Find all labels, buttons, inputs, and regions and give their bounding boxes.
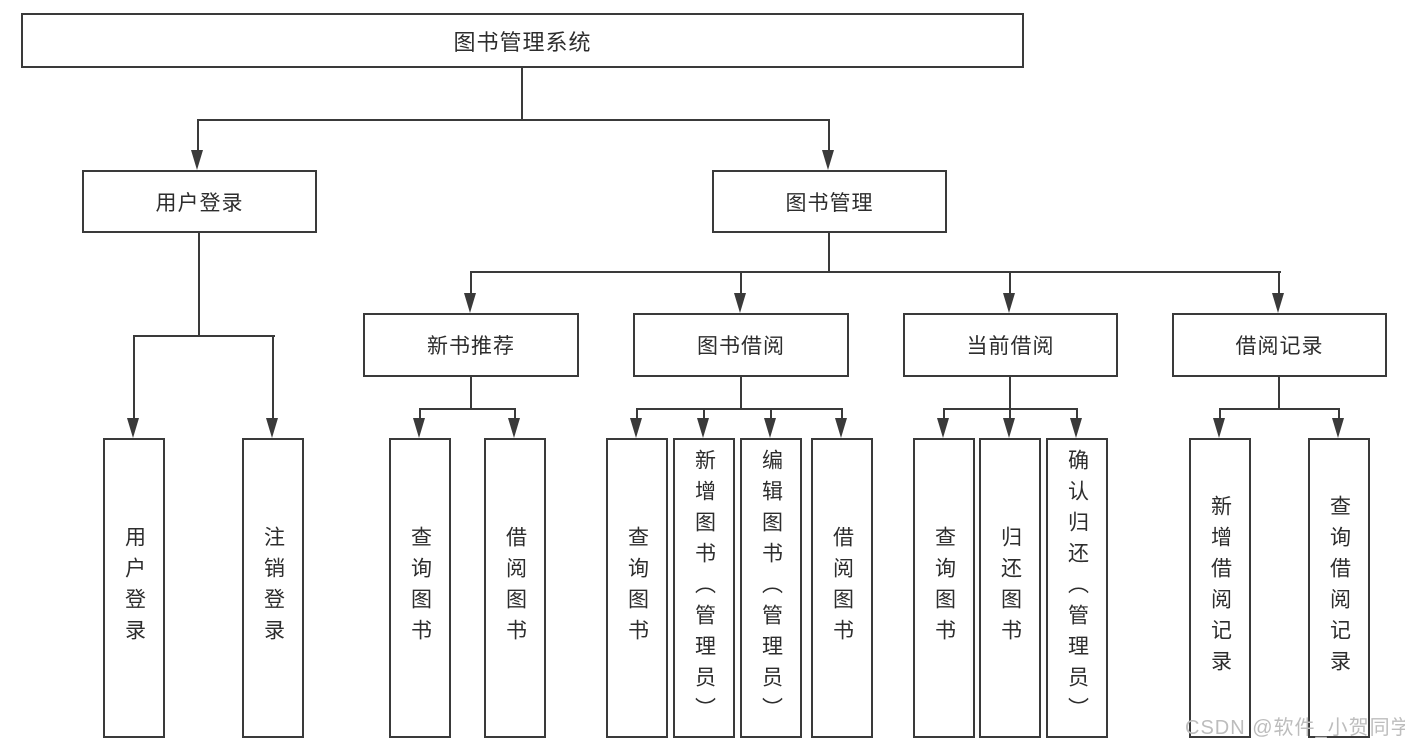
leaf-label: 归还图书 [998,526,1022,650]
node-label: 新书推荐 [427,335,515,358]
node-library-management-system: 图书管理系统 [21,13,1024,68]
leaf-user-login: 用户登录 [103,438,165,738]
leaf-label: 查询借阅记录 [1327,495,1351,681]
node-new-book-recommendation: 新书推荐 [363,313,579,377]
leaf-add-borrow-record: 新增借阅记录 [1189,438,1251,738]
connector-borrowing-stem [740,377,742,410]
leaf-borrow-books: 借阅图书 [811,438,873,738]
arrow-borrowing-child-3 [764,410,776,438]
connector-user-login-branch [133,335,275,337]
arrow-to-book-management [822,120,834,170]
leaf-label: 新增借阅记录 [1208,495,1232,681]
leaf-query-books-current: 查询图书 [913,438,975,738]
leaf-label: 确认归还（管理员） [1065,448,1089,728]
node-label: 借阅记录 [1235,335,1324,358]
node-label: 当前借阅 [966,335,1055,358]
node-book-borrowing: 图书借阅 [633,313,849,377]
connector-root-branch [197,119,830,121]
connector-records-branch [1219,408,1340,410]
connector-recommend-branch [419,408,516,410]
leaf-label: 用户登录 [122,526,146,650]
leaf-add-books-admin: 新增图书（管理员） [673,438,735,738]
arrow-to-current-borrowing [1003,273,1015,313]
connector-current-branch [943,408,1078,410]
leaf-label: 查询图书 [932,526,956,650]
arrow-borrowing-child-2 [697,410,709,438]
arrow-borrowing-child-4 [835,410,847,438]
leaf-confirm-return-admin: 确认归还（管理员） [1046,438,1108,738]
node-label: 图书借阅 [697,335,785,358]
arrow-recommend-child-2 [508,410,520,438]
leaf-label: 新增图书（管理员） [692,448,716,728]
node-label: 图书管理系统 [453,29,592,55]
arrow-records-child-2 [1332,410,1344,438]
node-book-management: 图书管理 [712,170,947,233]
connector-records-stem [1278,377,1280,410]
arrow-current-child-1 [937,410,949,438]
leaf-label: 注销登录 [261,526,285,650]
arrow-borrowing-child-1 [630,410,642,438]
arrow-recommend-child-1 [413,410,425,438]
arrow-to-user-login [191,120,203,170]
node-label: 图书管理 [785,191,874,215]
arrow-to-book-borrowing [734,273,746,313]
connector-book-management-stem [828,233,830,273]
connector-borrowing-branch [636,408,843,410]
connector-book-management-branch [470,271,1281,273]
node-borrowing-records: 借阅记录 [1172,313,1387,377]
leaf-label: 借阅图书 [503,526,527,650]
node-user-login: 用户登录 [82,170,317,233]
node-label: 用户登录 [155,191,244,215]
leaf-label: 编辑图书（管理员） [759,448,783,728]
connector-root-stem [521,68,523,121]
connector-current-stem [1009,377,1011,410]
arrow-current-child-2 [1003,410,1015,438]
leaf-query-borrow-record: 查询借阅记录 [1308,438,1370,738]
leaf-query-books-borrow: 查询图书 [606,438,668,738]
arrow-to-leaf-user-login [127,337,139,438]
connector-user-login-stem [198,233,200,337]
leaf-return-books: 归还图书 [979,438,1041,738]
leaf-label: 查询图书 [408,526,432,650]
leaf-logout: 注销登录 [242,438,304,738]
leaf-label: 查询图书 [625,526,649,650]
leaf-edit-books-admin: 编辑图书（管理员） [740,438,802,738]
leaf-label: 借阅图书 [830,526,854,650]
leaf-query-books-recommend: 查询图书 [389,438,451,738]
csdn-watermark: CSDN @软件_小贺同学 [1185,717,1405,739]
arrow-records-child-1 [1213,410,1225,438]
node-current-borrowing: 当前借阅 [903,313,1118,377]
arrow-to-borrowing-records [1272,273,1284,313]
leaf-borrow-books-recommend: 借阅图书 [484,438,546,738]
arrow-current-child-3 [1070,410,1082,438]
connector-recommend-stem [470,377,472,410]
arrow-to-new-book-recommendation [464,273,476,313]
arrow-to-leaf-logout [266,337,278,438]
